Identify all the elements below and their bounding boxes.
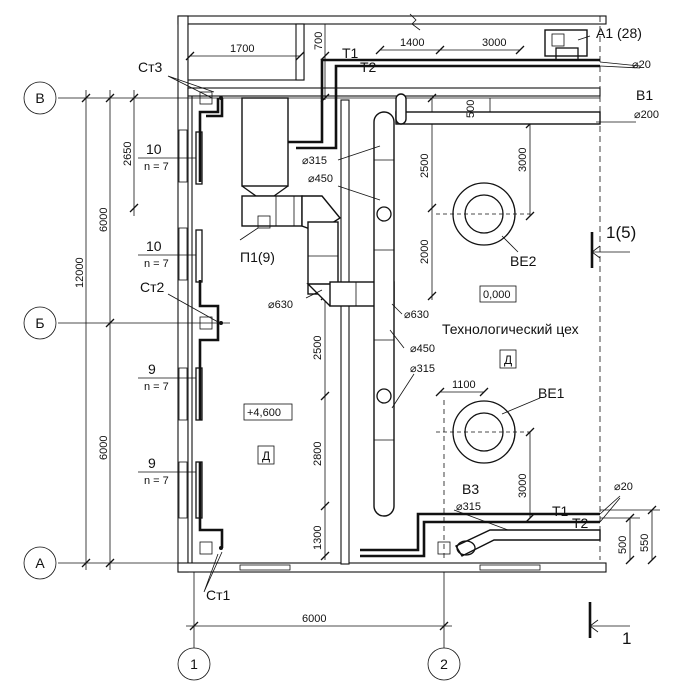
dim-3000-top: 3000: [482, 37, 506, 49]
label-rad2-n: n = 7: [144, 258, 169, 270]
label-dia200: ⌀200: [634, 109, 659, 121]
label-t1-top: Т1: [342, 45, 359, 61]
label-rad4-name: 9: [148, 455, 156, 471]
label-v3: В3: [462, 481, 479, 497]
roof-fan-be2: [436, 182, 530, 246]
dim-2800: 2800: [312, 442, 324, 466]
label-dia315-v3: ⌀315: [456, 501, 481, 513]
axis-bubble-a: А: [23, 546, 57, 580]
label-dia630-right: ⌀630: [404, 309, 429, 321]
label-rad1-name: 10: [146, 141, 162, 157]
label-t2-bottom: Т2: [572, 515, 589, 531]
supply-duct-p1: [241, 97, 395, 307]
label-section-bottom: 1: [622, 629, 631, 648]
label-level-4600: +4,600: [247, 407, 281, 419]
label-a1: A1 (28): [596, 25, 642, 41]
label-workshop: Технологический цех: [442, 321, 579, 337]
room-box-right: [499, 349, 517, 369]
svg-text:Б: Б: [35, 315, 44, 331]
axis-bubble-v: В: [23, 81, 57, 115]
label-be1: ВЕ1: [538, 385, 565, 401]
svg-text:В: В: [35, 90, 44, 106]
leader-lines: [138, 35, 641, 593]
dim-2000-right: 2000: [419, 240, 431, 264]
label-t1-bottom: Т1: [552, 503, 569, 519]
room-box-left: [257, 445, 275, 465]
dim-6000-lower: 6000: [98, 436, 110, 460]
label-dia20-top: ⌀20: [632, 59, 651, 71]
radiators: [195, 131, 203, 519]
exhaust-duct-v3: [455, 529, 601, 557]
dim-2500-right: 2500: [419, 154, 431, 178]
dim-6000-bottom: 6000: [302, 613, 326, 625]
label-t2-top: Т2: [360, 59, 377, 75]
label-room-d-left: Д: [262, 449, 270, 463]
label-be2: ВЕ2: [510, 253, 537, 269]
dim-3000-right-bottom: 3000: [517, 474, 529, 498]
label-dia315-top: ⌀315: [302, 155, 327, 167]
label-dia630-left: ⌀630: [268, 299, 293, 311]
label-level-0000: 0,000: [483, 289, 511, 301]
roof-fan-be1: [436, 400, 530, 464]
fan-a1: [544, 29, 588, 61]
building-walls: [177, 13, 607, 573]
pipes: [198, 58, 600, 558]
dim-1300: 1300: [312, 526, 324, 550]
label-rad3-n: n = 7: [144, 381, 169, 393]
label-st2: Ст2: [140, 279, 165, 295]
svg-text:2: 2: [440, 656, 448, 672]
dim-550: 550: [639, 534, 651, 552]
axis-grid: [58, 97, 600, 648]
exhaust-duct-v1: [395, 93, 601, 125]
axis-bubble-b: Б: [23, 306, 57, 340]
label-rad4-n: n = 7: [144, 475, 169, 487]
riser-boxes: [199, 91, 451, 555]
label-section-top: 1(5): [606, 223, 636, 242]
dim-2500-mid: 2500: [312, 336, 324, 360]
dim-500-top: 500: [465, 100, 477, 118]
label-rad3-name: 9: [148, 361, 156, 377]
label-rad2-name: 10: [146, 238, 162, 254]
main-vertical-duct: [373, 111, 395, 517]
label-room-d-right: Д: [504, 353, 512, 367]
dim-1100: 1100: [452, 379, 476, 391]
dim-700: 700: [313, 32, 325, 50]
level-box-4600: [243, 403, 293, 421]
dim-12000: 12000: [74, 257, 86, 288]
label-dia20-bottom: ⌀20: [614, 481, 633, 493]
section-marks: [588, 232, 630, 638]
label-dia315-mid: ⌀315: [410, 363, 435, 375]
dim-2650: 2650: [122, 142, 134, 166]
label-p1: П1(9): [240, 249, 275, 265]
axis-bubble-2: 2: [427, 647, 461, 681]
label-v1: В1: [636, 87, 653, 103]
level-box-0000: [479, 285, 517, 303]
dimension-lines: [81, 24, 660, 631]
label-rad1-n: n = 7: [144, 161, 169, 173]
svg-text:А: А: [35, 555, 45, 571]
dim-1400: 1400: [400, 37, 424, 49]
dim-500-bottom: 500: [617, 536, 629, 554]
svg-text:1: 1: [190, 656, 198, 672]
dim-1700: 1700: [230, 43, 254, 55]
label-st1: Ст1: [206, 587, 231, 603]
label-dia450-top: ⌀450: [308, 173, 333, 185]
dim-3000-right-top: 3000: [517, 148, 529, 172]
label-st3: Ст3: [138, 59, 163, 75]
axis-bubble-1: 1: [177, 647, 211, 681]
dim-6000-upper: 6000: [98, 208, 110, 232]
label-dia450-mid: ⌀450: [410, 343, 435, 355]
